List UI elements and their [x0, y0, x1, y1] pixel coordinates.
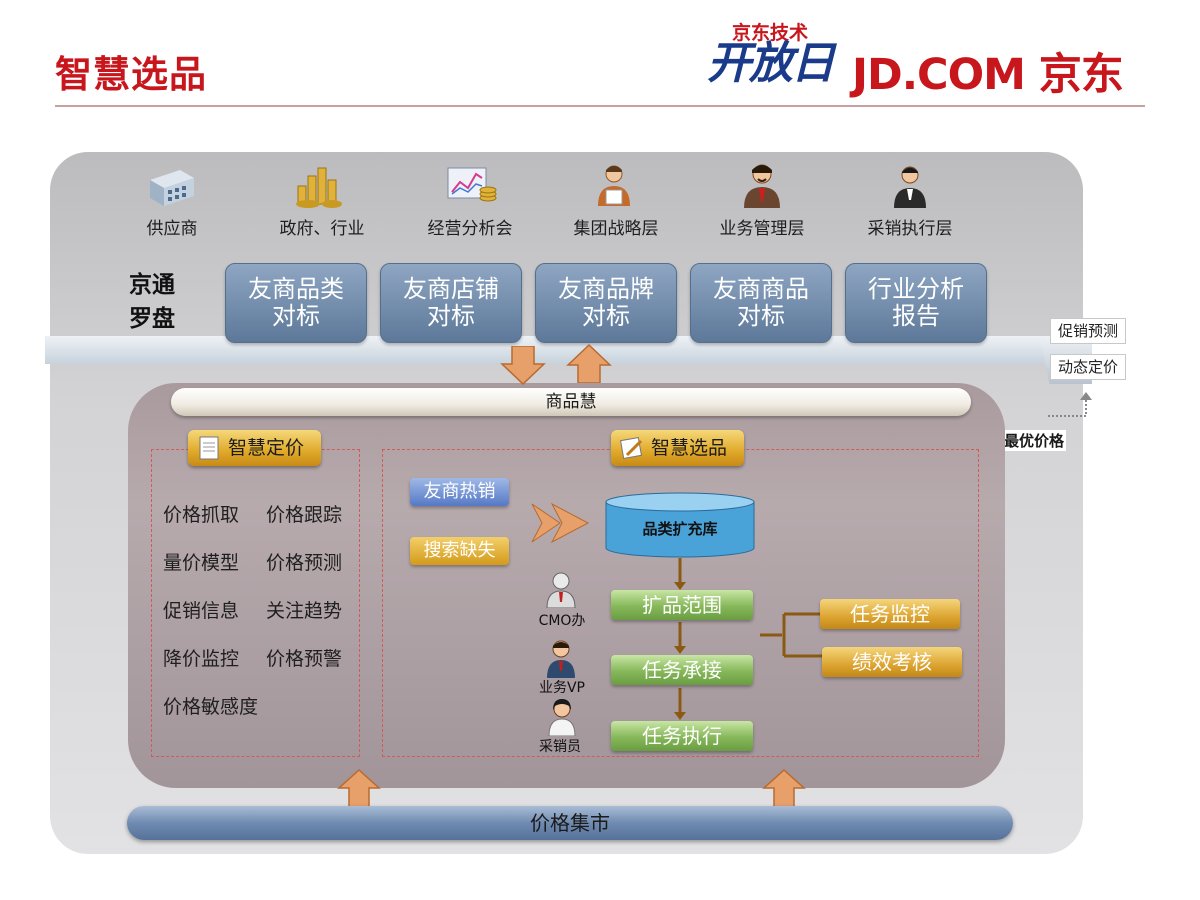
benchmark-line1: 友商品牌	[558, 275, 654, 303]
promo-forecast-label: 促销预测	[1050, 318, 1126, 344]
role-vp: 业务VP	[538, 680, 586, 696]
benchmark-brand[interactable]: 友商品牌 对标	[535, 263, 677, 343]
pricing-item: 价格预测	[266, 552, 343, 574]
pencil-note-icon	[619, 436, 643, 460]
stakeholder-analysis: 经营分析会	[427, 219, 513, 239]
best-price-connector	[1048, 392, 1092, 417]
jd-brand-logo: JD.COM 京东	[852, 50, 1124, 100]
header-divider	[55, 105, 1145, 107]
vp-avatar-icon	[547, 640, 575, 678]
stakeholder-management: 业务管理层	[719, 219, 805, 239]
smart-pricing-title: 智慧定价	[228, 437, 305, 459]
stakeholder-execution: 采销执行层	[867, 219, 953, 239]
price-market-bar: 价格集市	[127, 806, 1013, 840]
benchmark-line1: 友商商品	[713, 275, 809, 303]
benchmark-line1: 行业分析	[868, 275, 964, 303]
jingtong-compass-label: 京通 罗盘	[112, 268, 192, 336]
person-icon	[598, 165, 630, 206]
benchmark-store[interactable]: 友商店铺 对标	[380, 263, 522, 343]
shangpinhui-bar: 商品慧	[171, 388, 971, 416]
logo-top-text: 京东技术	[731, 22, 808, 44]
benchmark-line2: 对标	[427, 302, 475, 330]
pricing-item: 关注趋势	[266, 600, 343, 622]
benchmark-line2: 对标	[272, 302, 320, 330]
pricing-item: 降价监控	[163, 648, 240, 670]
manager-icon	[744, 164, 780, 208]
buyer-avatar-icon	[548, 699, 576, 736]
jingtong-label-line1: 京通	[129, 272, 175, 298]
smart-selection-title: 智慧选品	[651, 437, 728, 459]
document-icon	[199, 436, 219, 460]
pricing-item: 价格敏感度	[163, 696, 259, 718]
benchmark-line2: 对标	[582, 302, 630, 330]
benchmark-line2: 对标	[737, 302, 785, 330]
up-arrow-right-icon	[762, 768, 806, 808]
competitor-hot-sales-tag: 友商热销	[410, 478, 509, 506]
stakeholder-supplier: 供应商	[146, 219, 198, 239]
category-expansion-db-icon	[605, 492, 755, 558]
step-task-accept: 任务承接	[611, 655, 753, 685]
chart-icon	[447, 167, 497, 202]
stakeholder-government: 政府、行业	[279, 219, 365, 239]
page-title: 智慧选品	[55, 53, 207, 96]
pricing-item: 促销信息	[163, 600, 240, 622]
coins-icon	[296, 167, 342, 208]
smart-selection-badge: 智慧选品	[611, 430, 744, 466]
pricing-item: 价格跟踪	[266, 504, 343, 526]
search-missing-tag: 搜索缺失	[410, 537, 509, 565]
staff-icon	[894, 166, 926, 208]
output-performance-review: 绩效考核	[822, 647, 962, 677]
flow-arrows	[674, 558, 686, 720]
outputs-bracket	[760, 612, 822, 658]
pricing-item: 价格抓取	[163, 504, 240, 526]
dynamic-pricing-label: 动态定价	[1050, 354, 1126, 380]
output-task-monitor: 任务监控	[820, 599, 960, 629]
benchmark-product[interactable]: 友商商品 对标	[690, 263, 832, 343]
step-task-execute: 任务执行	[611, 721, 753, 751]
cmo-avatar-icon	[546, 572, 576, 608]
building-icon	[150, 170, 194, 206]
benchmark-line1: 友商店铺	[403, 275, 499, 303]
logo-bottom-text: 开放日	[707, 38, 835, 89]
up-arrow-icon	[566, 343, 612, 383]
up-arrow-left-icon	[337, 768, 381, 808]
jd-tech-open-day-logo: 京东技术 开放日	[700, 18, 840, 90]
stakeholder-strategy: 集团战略层	[573, 219, 659, 239]
pricing-item: 量价模型	[163, 552, 240, 574]
benchmark-line2: 报告	[892, 302, 940, 330]
down-arrow-icon	[500, 346, 546, 386]
step-expand-scope: 扩品范围	[611, 590, 753, 620]
benchmark-industry-report[interactable]: 行业分析 报告	[845, 263, 987, 343]
category-expansion-db-label: 品类扩充库	[642, 520, 718, 538]
double-chevron-arrow-icon	[531, 502, 590, 544]
smart-pricing-badge: 智慧定价	[188, 430, 321, 466]
benchmark-category[interactable]: 友商品类 对标	[225, 263, 367, 343]
best-price-label: 最优价格	[1002, 430, 1067, 451]
pricing-item: 价格预警	[266, 648, 343, 670]
role-buyer: 采销员	[539, 739, 581, 755]
role-cmo: CMO办	[538, 613, 586, 629]
benchmark-line1: 友商品类	[248, 275, 344, 303]
jingtong-label-line2: 罗盘	[129, 306, 175, 332]
